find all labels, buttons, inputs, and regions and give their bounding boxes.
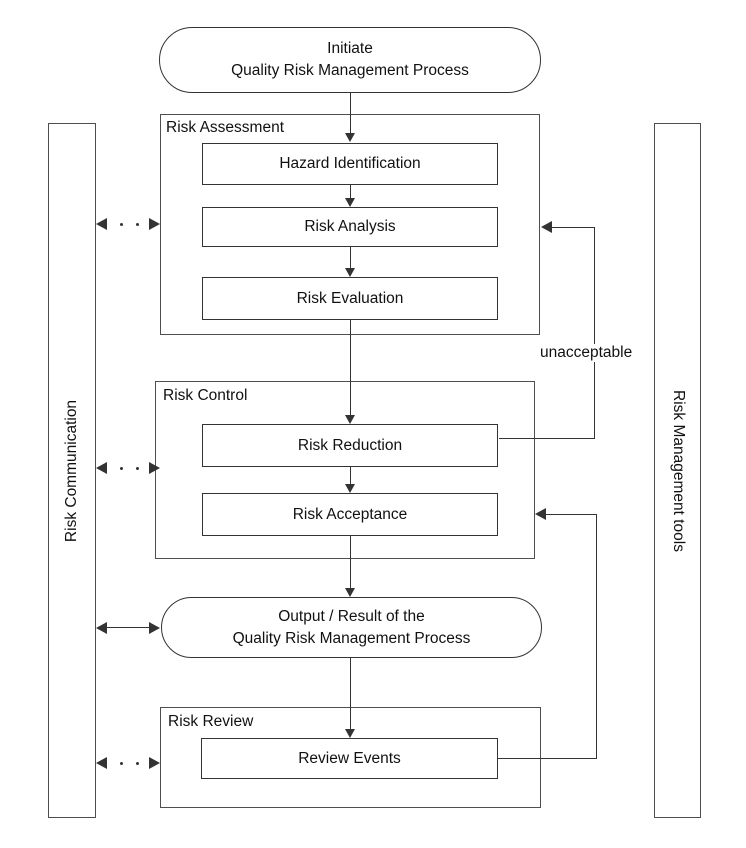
unacceptable-loop-top-line [552, 227, 595, 228]
right-arrowhead-icon [149, 218, 160, 230]
dot [120, 467, 123, 470]
risk-acceptance-text: Risk Acceptance [292, 505, 408, 523]
flow-line-hazard-to-analysis [350, 185, 351, 199]
risk-reduction-text: Risk Reduction [297, 436, 403, 454]
flow-line-output-to-review [350, 658, 351, 730]
arrowhead-to-output [345, 588, 355, 597]
right-arrowhead-icon [149, 757, 160, 769]
arrowhead-to-risk-control [535, 508, 546, 520]
flow-line-reduction-to-acceptance [350, 467, 351, 485]
dot [136, 762, 139, 765]
review-loop-top-line [546, 514, 597, 515]
dot [136, 467, 139, 470]
initiate-line2: Quality Risk Management Process [231, 62, 469, 79]
right-arrowhead-icon [149, 622, 160, 634]
risk-management-tools-label: Risk Management tools [669, 389, 687, 552]
review-loop-vertical-line [596, 514, 597, 759]
flow-line-initiate-to-hazard [350, 93, 351, 134]
arrowhead-to-review-events [345, 729, 355, 738]
dot [136, 223, 139, 226]
risk-communication-bar: Risk Communication [48, 123, 96, 818]
output-oval: Output / Result of the Quality Risk Mana… [161, 597, 542, 658]
initiate-oval: Initiate Quality Risk Management Process [159, 27, 541, 93]
risk-evaluation-text: Risk Evaluation [296, 289, 404, 307]
output-line1: Output / Result of the [278, 607, 425, 625]
risk-assessment-label: Risk Assessment [166, 119, 285, 136]
double-arrow-line [105, 627, 151, 628]
risk-reduction-node: Risk Reduction [202, 424, 498, 467]
risk-communication-label: Risk Communication [63, 399, 80, 542]
risk-analysis-node: Risk Analysis [202, 207, 498, 247]
arrowhead-to-hazard [345, 133, 355, 142]
risk-evaluation-node: Risk Evaluation [202, 277, 498, 320]
risk-review-label: Risk Review [168, 713, 254, 730]
initiate-line1: Initiate [327, 40, 373, 57]
unacceptable-label: unacceptable [538, 344, 635, 362]
review-events-text: Review Events [298, 749, 401, 767]
unacceptable-loop-vertical-line [594, 227, 595, 439]
hazard-identification-text: Hazard Identification [279, 155, 421, 172]
right-arrowhead-icon [149, 462, 160, 474]
unacceptable-loop-bottom-line [499, 438, 595, 439]
arrowhead-to-reduction [345, 415, 355, 424]
arrowhead-to-evaluation [345, 268, 355, 277]
left-arrowhead-icon [96, 462, 107, 474]
arrowhead-to-acceptance [345, 484, 355, 493]
arrowhead-to-analysis [345, 198, 355, 207]
flow-line-evaluation-to-reduction [350, 320, 351, 416]
output-line2: Quality Risk Management Process [232, 629, 471, 647]
risk-acceptance-node: Risk Acceptance [202, 493, 498, 536]
dot [120, 762, 123, 765]
flow-line-acceptance-to-output [350, 536, 351, 589]
flow-line-analysis-to-evaluation [350, 247, 351, 269]
review-events-node: Review Events [201, 738, 498, 779]
risk-management-tools-bar: Risk Management tools [654, 123, 701, 818]
left-arrowhead-icon [96, 622, 107, 634]
left-arrowhead-icon [96, 218, 107, 230]
arrowhead-to-risk-assessment [541, 221, 552, 233]
review-loop-bottom-line [498, 758, 597, 759]
left-arrowhead-icon [96, 757, 107, 769]
dot [120, 223, 123, 226]
risk-control-label: Risk Control [163, 387, 248, 404]
risk-analysis-text: Risk Analysis [304, 218, 396, 235]
hazard-identification-node: Hazard Identification [202, 143, 498, 185]
